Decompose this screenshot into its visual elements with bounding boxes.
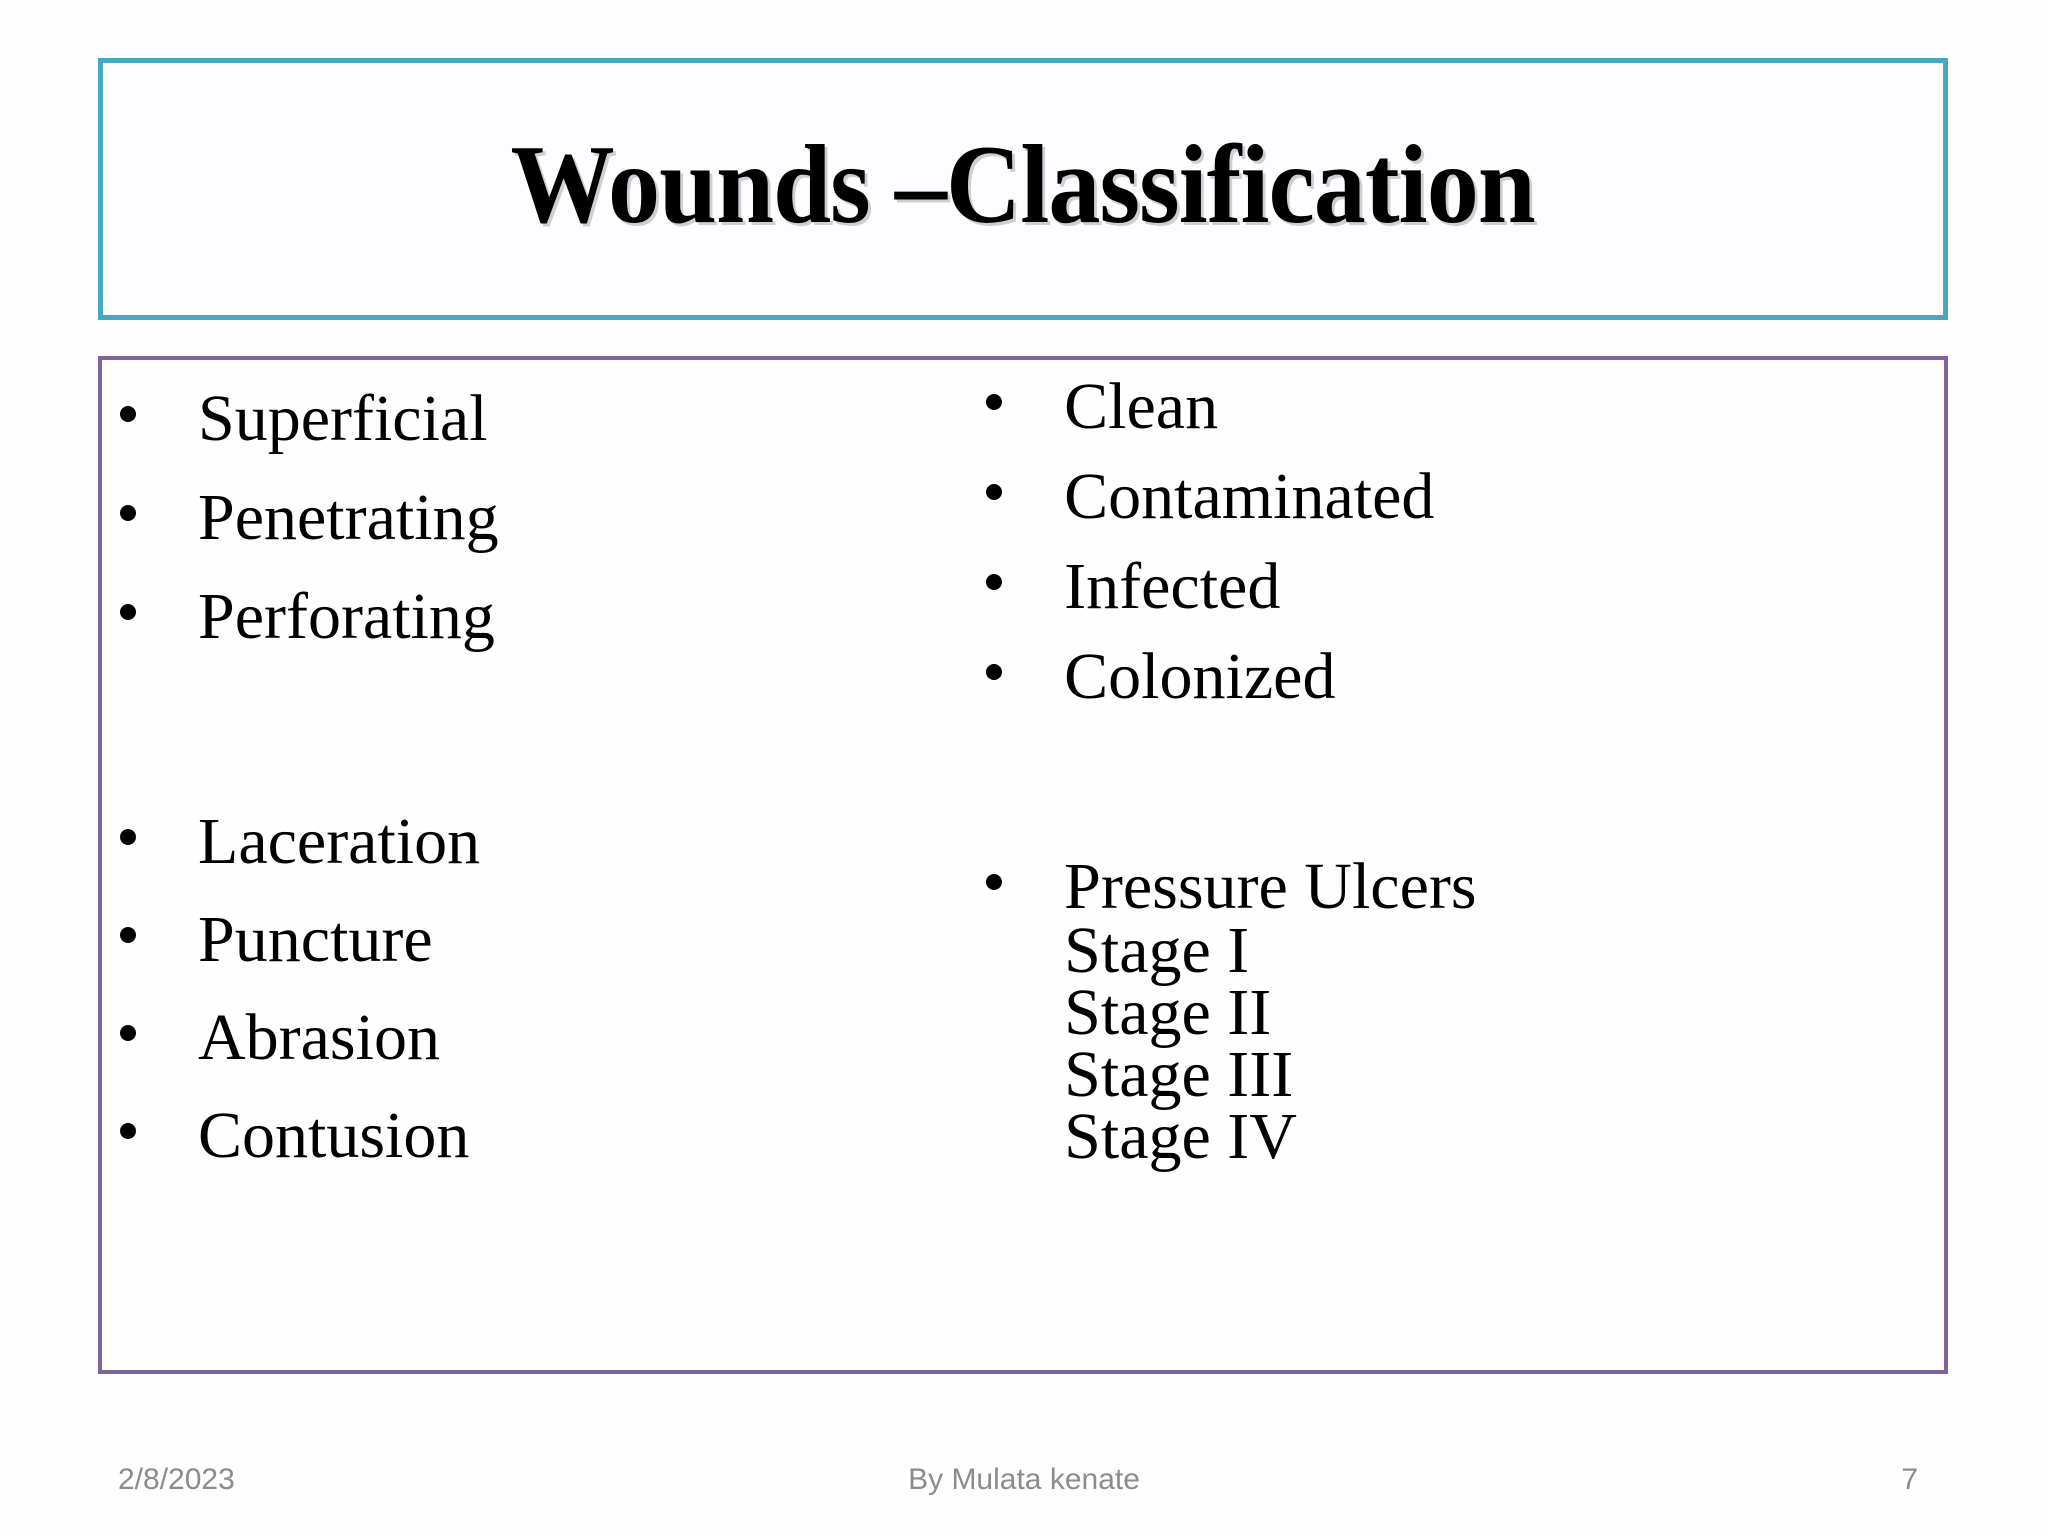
right-column-spacer: [986, 734, 1944, 854]
list-item-label: Abrasion: [198, 1001, 440, 1074]
list-item-label: Puncture: [198, 903, 433, 976]
slide-footer: 2/8/2023 By Mulata kenate 7: [0, 1450, 2048, 1510]
left-column-spacer: [120, 683, 986, 809]
list-item[interactable]: Puncture: [120, 907, 986, 973]
content-placeholder[interactable]: Superficial Penetrating Perforating Lace…: [98, 356, 1948, 1374]
footer-page-number: 7: [1901, 1463, 1918, 1496]
footer-date: 2/8/2023: [118, 1463, 235, 1496]
bullet-dot-icon: [986, 483, 1003, 500]
list-item-label: Penetrating: [198, 481, 499, 554]
title-placeholder[interactable]: Wounds –Classification: [98, 58, 1948, 320]
list-item-label: Infected: [1064, 550, 1281, 623]
list-item[interactable]: Infected: [986, 554, 1944, 620]
bullet-dot-icon: [120, 603, 136, 620]
bullet-dot-icon: [986, 663, 1003, 680]
bullet-dot-icon: [986, 873, 1003, 890]
right-column: Clean Contaminated Infected Colonized: [986, 360, 1944, 1370]
bullet-dot-icon: [120, 504, 136, 521]
left-list-group-2: Laceration Puncture Abrasion Contusion: [120, 809, 986, 1169]
bullet-dot-icon: [120, 828, 136, 845]
left-column: Superficial Penetrating Perforating Lace…: [102, 360, 986, 1370]
list-item-label: Perforating: [198, 580, 495, 653]
bullet-dot-icon: [120, 405, 136, 422]
list-item-label: Laceration: [198, 805, 481, 878]
stage-item[interactable]: Stage IV: [1064, 1100, 1297, 1174]
stage-item[interactable]: Stage III: [1064, 1038, 1294, 1112]
left-list-group-1: Superficial Penetrating Perforating: [120, 386, 986, 650]
page-title: Wounds –Classification: [510, 123, 1536, 247]
list-item-label: Pressure Ulcers: [1064, 850, 1477, 923]
right-list-group-1: Clean Contaminated Infected Colonized: [986, 374, 1944, 710]
list-item[interactable]: Contusion: [120, 1103, 986, 1169]
list-item-label: Clean: [1064, 370, 1219, 443]
list-item[interactable]: Laceration: [120, 809, 986, 875]
list-item-label: Colonized: [1064, 640, 1336, 713]
bullet-dot-icon: [120, 926, 136, 943]
bullet-dot-icon: [986, 393, 1003, 410]
list-item[interactable]: Abrasion: [120, 1005, 986, 1071]
pressure-ulcer-stage-list: Stage I Stage II Stage III Stage IV: [986, 914, 1944, 1174]
list-item[interactable]: Superficial: [120, 386, 986, 452]
list-item-label: Contusion: [198, 1099, 470, 1172]
bullet-dot-icon: [120, 1122, 136, 1139]
list-item-label: Contaminated: [1064, 460, 1435, 533]
stage-item[interactable]: Stage I: [1064, 914, 1250, 987]
list-item[interactable]: Penetrating: [120, 485, 986, 551]
list-item[interactable]: Pressure Ulcers: [986, 854, 1944, 920]
bullet-dot-icon: [986, 573, 1003, 590]
stage-item[interactable]: Stage II: [1064, 976, 1272, 1050]
list-item[interactable]: Perforating: [120, 584, 986, 650]
footer-author: By Mulata kenate: [908, 1463, 1140, 1496]
bullet-dot-icon: [120, 1024, 136, 1041]
list-item[interactable]: Colonized: [986, 644, 1944, 710]
list-item[interactable]: Contaminated: [986, 464, 1944, 530]
list-item-label: Superficial: [198, 382, 488, 455]
list-item[interactable]: Clean: [986, 374, 1944, 440]
right-list-group-2: Pressure Ulcers: [986, 854, 1944, 920]
